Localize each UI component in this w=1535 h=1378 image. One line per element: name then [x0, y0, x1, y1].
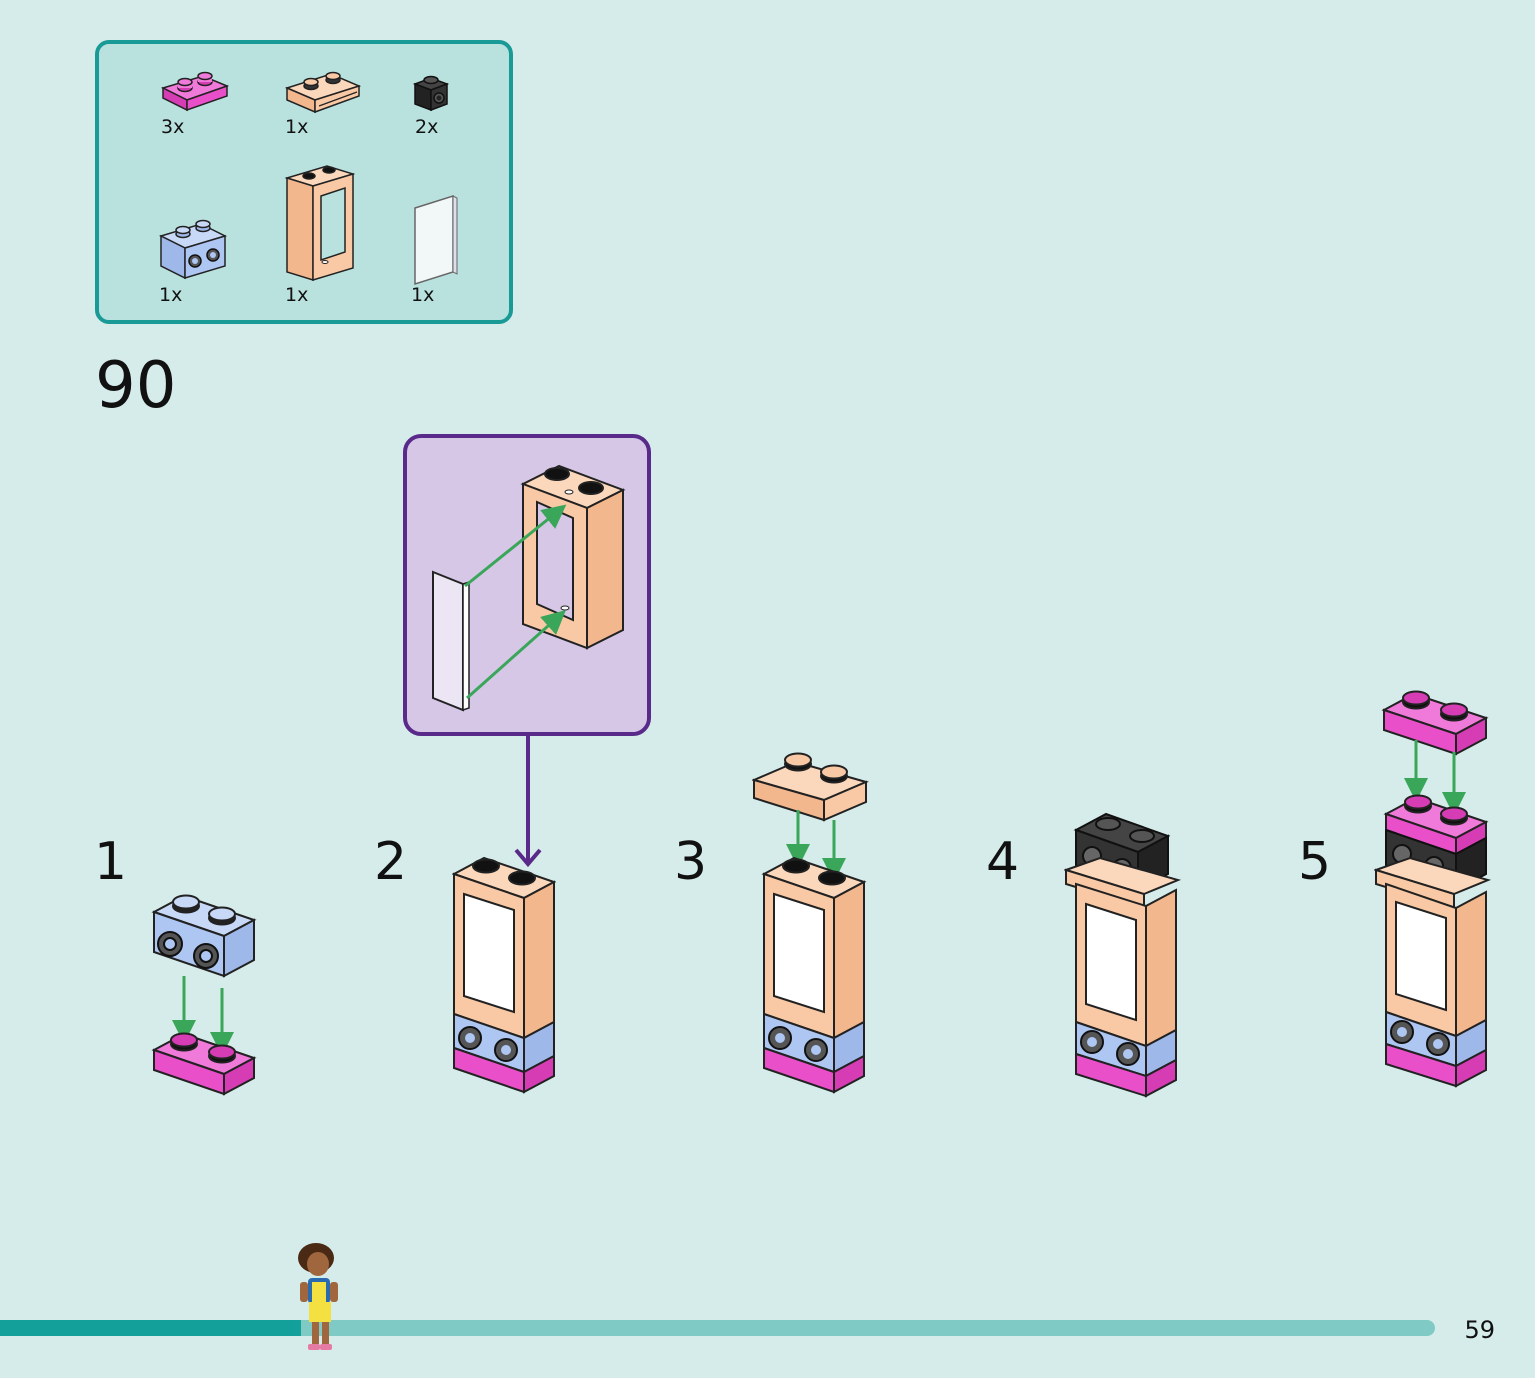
substep-number: 1 [94, 832, 128, 892]
progress-fill [0, 1320, 302, 1336]
parts-list: 3x 1x 2x [95, 40, 513, 324]
substep-2-illustration [451, 852, 557, 1102]
substep-number: 3 [674, 832, 708, 892]
part-qty: 1x [285, 284, 309, 306]
part-qty: 1x [285, 116, 309, 138]
window-frame-icon [283, 160, 355, 284]
substep-number: 5 [1298, 832, 1332, 892]
callout-connector-arrow [514, 736, 542, 868]
substep-number: 4 [986, 832, 1020, 892]
black-brick-icon [411, 70, 451, 114]
sub-assembly-callout [403, 434, 651, 736]
substep-5-illustration [1372, 686, 1492, 1104]
magenta-plate-icon [159, 66, 231, 114]
window-pane-icon [409, 190, 461, 286]
part-qty: 3x [161, 116, 185, 138]
substep-4-illustration [1062, 808, 1182, 1104]
pane-into-frame-illustration [432, 464, 626, 712]
peach-plate-icon [283, 62, 363, 118]
part-qty: 1x [411, 284, 435, 306]
minifigure-progress-marker-icon [292, 1242, 344, 1358]
step-number: 90 [95, 349, 177, 423]
part-qty: 1x [159, 284, 183, 306]
page-number: 59 [1464, 1316, 1495, 1344]
part-qty: 2x [415, 116, 439, 138]
light-blue-brick-icon [157, 214, 229, 284]
substep-3-illustration [751, 746, 870, 1102]
substep-1-illustration [150, 890, 260, 1106]
substep-number: 2 [374, 832, 408, 892]
progress-bar [0, 1320, 1435, 1336]
